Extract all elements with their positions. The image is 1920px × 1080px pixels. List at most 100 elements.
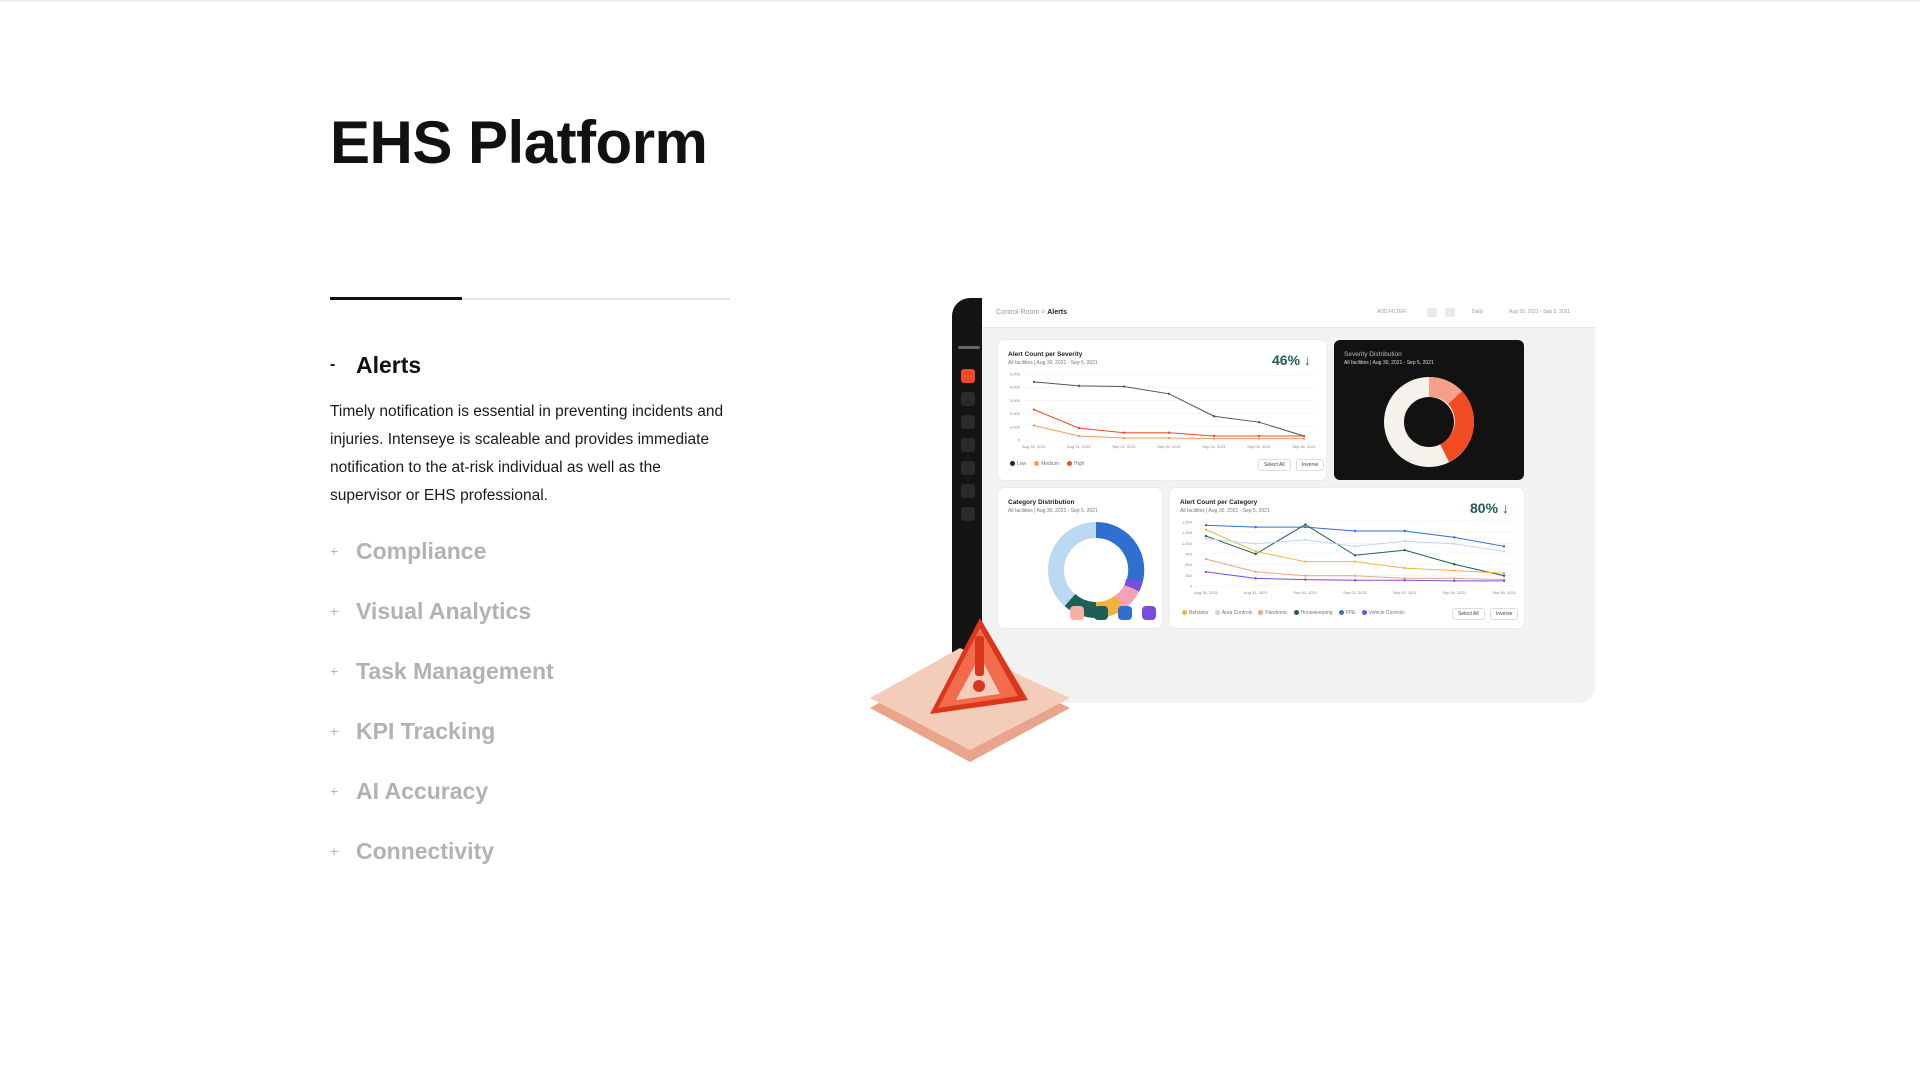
inverse-button: Inverse — [1490, 608, 1519, 620]
accordion-header-ai-accuracy[interactable]: + AI Accuracy — [330, 772, 740, 810]
filter-nav-icon — [961, 392, 975, 406]
series-vehicle-controls-point — [1453, 579, 1456, 583]
y-tick-label: 1,000 — [1010, 424, 1021, 429]
series-housekeeping-point — [1502, 574, 1506, 577]
series-behavior-point — [1403, 566, 1406, 570]
accordion-item-kpi-tracking: + KPI Tracking — [330, 712, 740, 750]
series-housekeeping-point — [1403, 548, 1406, 552]
y-tick-label: 1,000 — [1182, 541, 1193, 546]
legend-label: High — [1073, 461, 1085, 467]
inverse-button: Inverse — [1296, 459, 1325, 471]
accordion-header-task-management[interactable]: + Task Management — [330, 652, 740, 690]
dashboard-illustration: Control Room > Alerts ADD FILTER Daily A… — [860, 296, 1595, 766]
legend-item: Behavior — [1182, 610, 1209, 616]
series-low-point — [1257, 420, 1261, 424]
date-range-picker: Aug 30, 2021 - Sep 5, 2021 — [1509, 308, 1587, 317]
card-title: Category Distribution — [1008, 499, 1075, 506]
series-low-point — [1032, 380, 1036, 384]
accordion-item-task-management: + Task Management — [330, 652, 740, 690]
accordion-header-visual-analytics[interactable]: + Visual Analytics — [330, 592, 740, 630]
legend-item: High — [1066, 461, 1085, 467]
y-tick-label: 2,000 — [1010, 411, 1021, 416]
card-title: Alert Count per Severity — [1008, 351, 1083, 358]
section-progress-fill — [330, 297, 462, 300]
series-vehicle-controls-point — [1403, 579, 1406, 582]
legend-item: Pandemic — [1258, 610, 1288, 616]
series-vehicle-controls-point — [1304, 578, 1307, 581]
series-ppe-point — [1304, 525, 1307, 529]
plus-icon: + — [330, 543, 339, 559]
series-housekeeping-point — [1204, 534, 1208, 538]
severity-line-card: Alert Count per Severity All facilities … — [998, 340, 1326, 480]
x-tick-label: Sep 04, 2021 — [1247, 444, 1272, 449]
series-behavior-point — [1453, 569, 1456, 572]
series-vehicle-controls-point — [1353, 579, 1357, 582]
accordion-header-kpi-tracking[interactable]: + KPI Tracking — [330, 712, 740, 750]
series-housekeeping-point — [1453, 563, 1456, 566]
series-high-point — [1257, 434, 1261, 438]
y-tick-label: 1,200 — [1182, 530, 1193, 535]
x-tick-label: Aug 31, 2021 — [1244, 590, 1269, 595]
select-all-button: Select All — [1452, 608, 1485, 620]
series-area-controls-point — [1502, 550, 1506, 553]
dashboard-topbar: Control Room > Alerts ADD FILTER Daily A… — [982, 298, 1595, 328]
category-icon-housekeeping — [1094, 606, 1108, 620]
category-icon-ppe — [1118, 606, 1132, 620]
x-tick-label: Sep 05, 2021 — [1492, 590, 1517, 595]
legend-label: Medium — [1041, 461, 1059, 467]
series-pandemic-point — [1204, 557, 1208, 561]
legend-label: Pandemic — [1265, 610, 1288, 616]
series-behavior-point — [1204, 528, 1208, 531]
select-all-button: Select All — [1258, 459, 1291, 471]
legend-item: PPE — [1338, 610, 1356, 616]
category-line-card: Alert Count per Category All facilities … — [1170, 488, 1524, 628]
chart-nav-icon — [961, 415, 975, 429]
y-tick-label: 900 — [1185, 552, 1192, 557]
grid-nav-icon — [961, 438, 975, 452]
donut-slice-medium — [1429, 376, 1462, 404]
plus-icon: + — [330, 603, 339, 619]
warning-exclamation-dot — [973, 680, 985, 692]
accordion-header-connectivity[interactable]: + Connectivity — [330, 832, 740, 870]
donut-slice-purple — [1124, 578, 1142, 591]
breadcrumb-separator: > — [1041, 309, 1046, 316]
series-vehicle-controls-point — [1204, 570, 1208, 574]
y-tick-label: 0 — [1018, 438, 1021, 443]
plus-icon: + — [330, 783, 339, 799]
document-nav-icon — [961, 507, 975, 521]
accordion-item-compliance: + Compliance — [330, 532, 740, 570]
legend-item: Medium — [1034, 461, 1059, 467]
series-high-point — [1302, 434, 1306, 438]
accordion-header-compliance[interactable]: + Compliance — [330, 532, 740, 570]
x-tick-label: Aug 30, 2021 — [1022, 444, 1047, 449]
accordion-title: Connectivity — [356, 837, 495, 864]
category-icon-vehicle — [1142, 606, 1156, 620]
donut-slice-high — [1440, 391, 1475, 462]
series-behavior-point — [1254, 550, 1257, 553]
accordion-header-alerts[interactable]: - Alerts — [330, 346, 740, 384]
category-icon-behavior — [1070, 606, 1084, 620]
accordion-title: AI Accuracy — [356, 777, 489, 804]
y-tick-label: 0 — [1190, 584, 1193, 589]
series-low-point — [1167, 392, 1171, 395]
series-housekeeping-point — [1353, 554, 1357, 557]
series-ppe-point — [1254, 525, 1257, 529]
series-ppe-point — [1453, 536, 1456, 539]
x-tick-label: Sep 01, 2021 — [1293, 590, 1318, 595]
series-low-point — [1122, 385, 1126, 388]
warning-exclamation-bar — [975, 636, 984, 676]
accordion-title: Compliance — [356, 537, 487, 564]
dashboard-breadcrumb: Control Room > Alerts — [996, 309, 1067, 316]
legend-label: Vehicle Controls — [1368, 610, 1405, 616]
card-title: Alert Count per Category — [1180, 499, 1258, 506]
series-medium-point — [1077, 434, 1081, 438]
y-tick-label: 300 — [1185, 573, 1192, 578]
series-medium-point — [1167, 436, 1171, 440]
donut-slice-blue — [1095, 521, 1145, 592]
feature-accordion: - Alerts Timely notification is essentia… — [330, 346, 740, 870]
accordion-item-ai-accuracy: + AI Accuracy — [330, 772, 740, 810]
plus-icon: + — [330, 843, 339, 859]
x-tick-label: Sep 01, 2021 — [1112, 444, 1137, 449]
y-tick-label: 3,000 — [1010, 398, 1021, 403]
